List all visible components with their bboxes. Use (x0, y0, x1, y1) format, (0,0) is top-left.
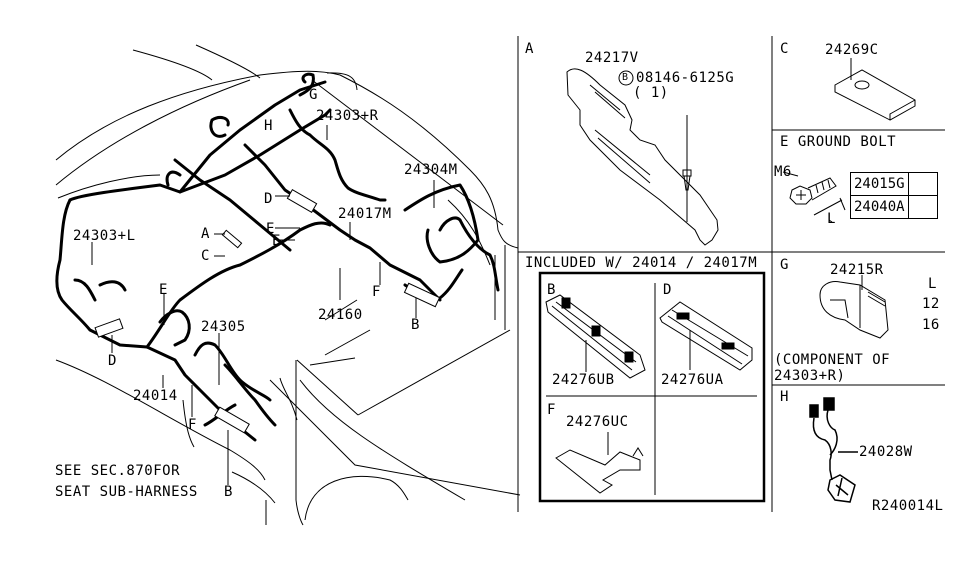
label-e-1: E (266, 221, 275, 237)
panel-a-letter: A (525, 41, 534, 57)
label-24305: 24305 (201, 319, 246, 335)
label-b-right: B (411, 317, 420, 333)
length-cell (907, 195, 938, 219)
component-note-line-2: 24303+R) (774, 368, 846, 384)
bracket-24276uc (555, 432, 644, 494)
panel-e-title: E GROUND BOLT (780, 134, 897, 150)
length-cell (907, 172, 938, 196)
table-row: 24015G (850, 172, 938, 196)
label-e-3: E (159, 282, 168, 298)
bolt-dimension-l: L (827, 211, 836, 227)
connector-d-top (286, 188, 318, 214)
connector-a (221, 229, 243, 249)
length-value-16: 16 (922, 317, 940, 333)
bolt-marker-b: B (622, 72, 629, 83)
bolt-marker-circle (618, 70, 634, 86)
part-24276ua: 24276UA (661, 372, 724, 388)
panel-c-letter: C (780, 41, 789, 57)
included-f-letter: F (547, 402, 556, 418)
diagram-reference-code: R240014L (872, 498, 944, 514)
component-note-line-1: (COMPONENT OF (774, 352, 891, 368)
part-08146-6125g: 08146-6125G (636, 70, 735, 86)
connector-b-bottom (214, 406, 250, 434)
included-d-letter: D (663, 282, 672, 298)
table-row: 24040A (850, 195, 938, 219)
seat-note-line-1: SEE SEC.870FOR (55, 463, 181, 479)
vehicle-body-outline (55, 44, 521, 526)
part-24276uc: 24276UC (566, 414, 629, 430)
seat-note-line-2: SEAT SUB-HARNESS (55, 484, 198, 500)
panel-g-letter: G (780, 257, 789, 273)
included-box (538, 271, 766, 503)
label-24160: 24160 (318, 307, 363, 323)
harness-lines (55, 72, 500, 442)
label-b-bottom: B (224, 484, 233, 500)
part-24276ub: 24276UB (552, 372, 615, 388)
label-e-2: E (272, 233, 281, 249)
connector-d-left (94, 318, 124, 338)
bracket-24217v (566, 68, 719, 246)
ground-bolt-drawing (782, 171, 846, 223)
label-a: A (201, 226, 210, 242)
label-g: G (309, 87, 318, 103)
bolt-size-m6: M6 (774, 164, 792, 180)
label-c: C (201, 248, 210, 264)
included-b-letter: B (547, 282, 556, 298)
label-h: H (264, 118, 273, 134)
part-24269c: 24269C (825, 42, 879, 58)
connector-b-right (403, 282, 441, 308)
label-d-top: D (264, 191, 273, 207)
connector-24276ub (545, 294, 646, 379)
label-f-bottom: F (188, 417, 197, 433)
part-24028w: 24028W (859, 444, 913, 460)
connector-24276ua (659, 301, 753, 371)
label-24014: 24014 (133, 388, 178, 404)
length-value-12: 12 (922, 296, 940, 312)
part-24217v: 24217V (585, 50, 639, 66)
label-24017m: 24017M (338, 206, 392, 222)
ground-bolt-table: 24015G 24040A (850, 172, 938, 219)
pad-24269c (834, 58, 916, 121)
label-24304m: 24304M (404, 162, 458, 178)
label-24303-r: 24303+R (316, 108, 379, 124)
length-header: L (928, 276, 937, 292)
included-title: INCLUDED W/ 24014 / 24017M (525, 255, 758, 271)
connector-24215r (819, 275, 889, 339)
bolt-quantity: ( 1) (633, 85, 669, 101)
label-24303-l: 24303+L (73, 228, 136, 244)
part-24215r: 24215R (830, 262, 884, 278)
label-f-right: F (372, 284, 381, 300)
panel-h-letter: H (780, 389, 789, 405)
part-24040a: 24040A (850, 195, 909, 219)
harness-24028w (809, 397, 858, 503)
label-d-left: D (108, 353, 117, 369)
part-24015g: 24015G (850, 172, 909, 196)
